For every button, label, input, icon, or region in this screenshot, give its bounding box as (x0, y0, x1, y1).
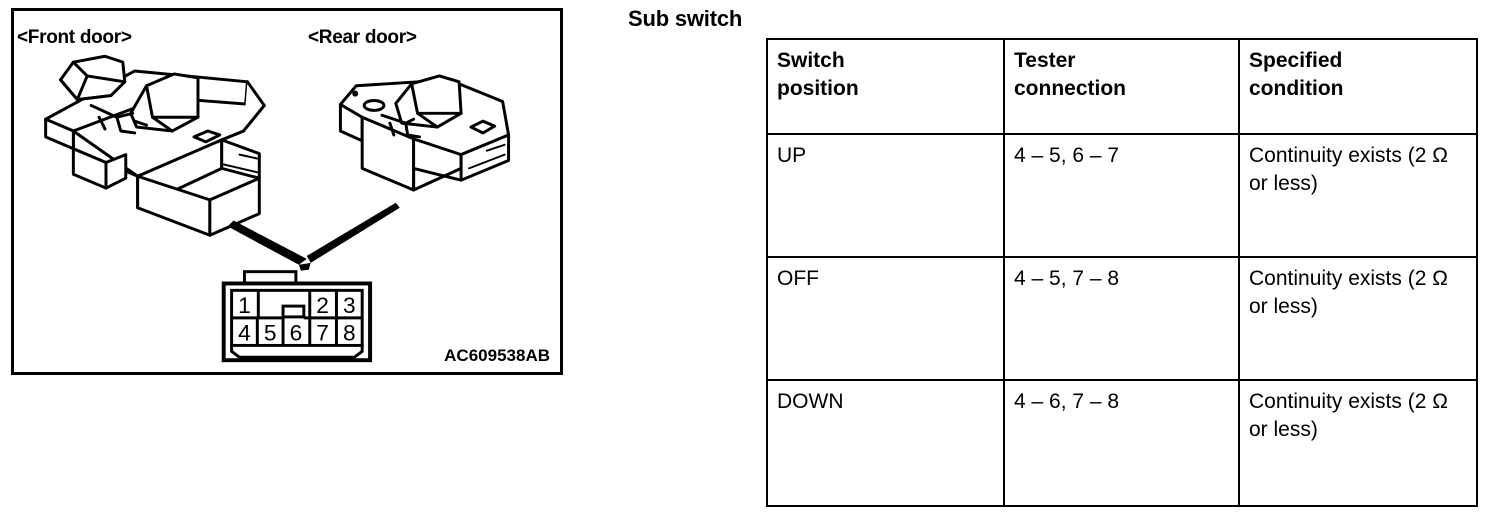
header-specified-condition-text: Specified condition (1249, 49, 1344, 100)
header-specified-condition: Specified condition (1238, 38, 1478, 135)
rear-door-label: <Rear door> (308, 27, 417, 48)
cell-switch-position: OFF (766, 256, 1005, 381)
pin-label-3: 3 (343, 292, 356, 318)
cell-specified-condition: Continuity exists (2 Ω or less) (1238, 379, 1478, 507)
header-switch-position: Switch position (766, 38, 1005, 135)
switch-position-value: UP (777, 144, 807, 167)
pin-label-6: 6 (290, 320, 303, 346)
illustration-panel: <Front door> <Rear door> (11, 8, 563, 375)
pin-label-2: 2 (316, 292, 329, 318)
pin-label-4: 4 (238, 320, 251, 346)
specified-condition-value: Continuity exists (2 Ω or less) (1249, 144, 1448, 195)
front-door-switch-icon (44, 54, 266, 237)
table-row: OFF 4 – 5, 7 – 8 Continuity exists (2 Ω … (766, 256, 1478, 381)
tester-connection-value: 4 – 5, 6 – 7 (1014, 144, 1120, 167)
connector-pinout-diagram (221, 270, 373, 363)
leader-line-left (227, 220, 307, 265)
specified-condition-value: Continuity exists (2 Ω or less) (1249, 390, 1448, 441)
pin-label-5: 5 (264, 320, 277, 346)
pin-label-1: 1 (238, 292, 251, 318)
cell-switch-position: DOWN (766, 379, 1005, 507)
header-switch-position-text: Switch position (777, 49, 859, 100)
pin-label-8: 8 (343, 320, 356, 346)
cell-specified-condition: Continuity exists (2 Ω or less) (1238, 256, 1478, 381)
header-tester-connection: Tester connection (1003, 38, 1240, 135)
table-header: Switch position Tester connection Specif… (766, 38, 1478, 135)
front-door-label: <Front door> (17, 27, 132, 48)
switch-assembly-drawing: 1 2 3 4 5 6 7 8 (44, 54, 511, 363)
table-header-row: Switch position Tester connection Specif… (766, 38, 1478, 135)
cell-switch-position: UP (766, 133, 1005, 258)
table-row: DOWN 4 – 6, 7 – 8 Continuity exists (2 Ω… (766, 379, 1478, 507)
cell-tester-connection: 4 – 5, 7 – 8 (1003, 256, 1240, 381)
part-number-label: AC609538AB (444, 346, 550, 365)
section-heading: Sub switch (628, 6, 743, 31)
rear-door-switch-icon (338, 74, 511, 192)
cell-tester-connection: 4 – 6, 7 – 8 (1003, 379, 1240, 507)
tester-connection-value: 4 – 6, 7 – 8 (1014, 390, 1120, 413)
cell-tester-connection: 4 – 5, 6 – 7 (1003, 133, 1240, 258)
tester-connection-value: 4 – 5, 7 – 8 (1014, 267, 1120, 290)
switch-position-value: DOWN (777, 390, 844, 413)
switch-position-value: OFF (777, 267, 819, 290)
sub-switch-spec-table: Switch position Tester connection Specif… (766, 38, 1478, 507)
header-tester-connection-text: Tester connection (1014, 49, 1127, 100)
specified-condition-value: Continuity exists (2 Ω or less) (1249, 267, 1448, 318)
leader-line-right (306, 202, 400, 263)
cell-specified-condition: Continuity exists (2 Ω or less) (1238, 133, 1478, 258)
table-body: UP 4 – 5, 6 – 7 Continuity exists (2 Ω o… (766, 133, 1478, 507)
table-row: UP 4 – 5, 6 – 7 Continuity exists (2 Ω o… (766, 133, 1478, 258)
pin-label-7: 7 (316, 320, 329, 346)
